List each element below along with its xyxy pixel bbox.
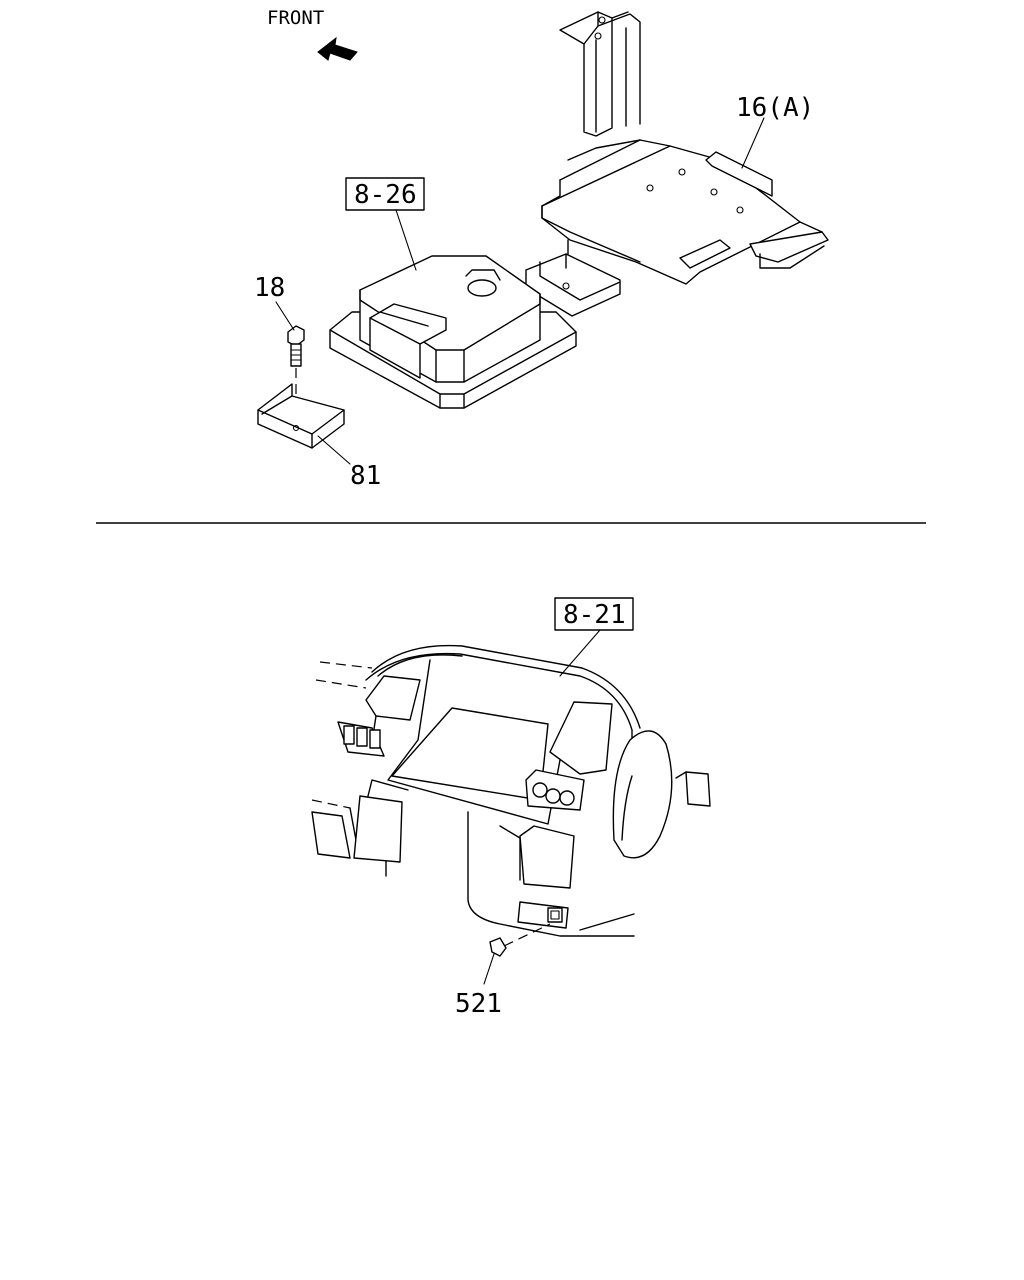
callout-8-26: 8-26	[345, 177, 425, 271]
callout-label-8-21: 8-21	[563, 600, 626, 630]
front-label: FRONT	[267, 7, 324, 29]
front-indicator: FRONT	[267, 7, 358, 61]
plug-drawing	[489, 937, 507, 957]
callout-label-521: 521	[455, 989, 502, 1019]
callout-8-21: 8-21	[554, 597, 634, 677]
callout-label-16a: 16(A)	[736, 93, 814, 123]
instrument-panel-drawing	[311, 644, 711, 947]
callout-label-18: 18	[254, 273, 285, 303]
callout-label-8-26: 8-26	[354, 180, 417, 210]
arrow-front-icon	[317, 36, 358, 61]
callout-18: 18	[254, 273, 295, 331]
frame-bracket-drawing	[525, 11, 829, 317]
callout-81: 81	[317, 435, 381, 491]
callout-16a: 16(A)	[736, 93, 814, 169]
callout-label-81: 81	[350, 461, 381, 491]
callout-521: 521	[455, 953, 502, 1019]
control-unit-drawing	[329, 255, 577, 409]
mount-bracket-drawing	[257, 383, 345, 449]
